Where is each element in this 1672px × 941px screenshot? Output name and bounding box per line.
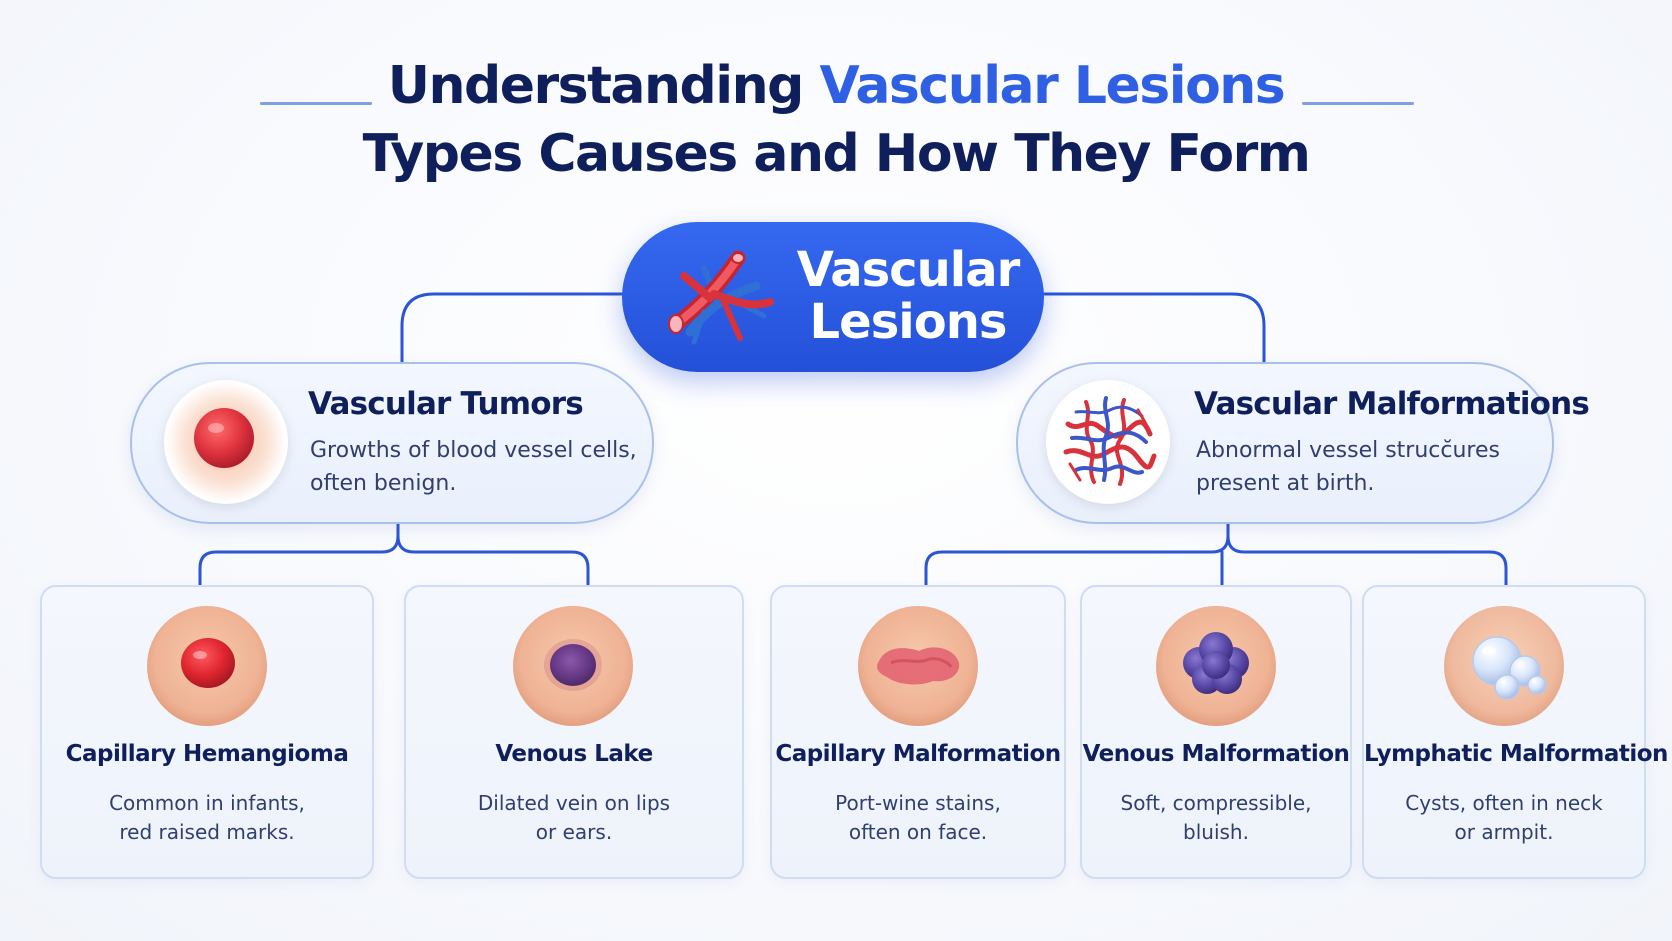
category-description: Abnormal vessel strucc̆ures present at b… [1196,434,1526,500]
page-title: Understanding Vascular Lesions Types Cau… [0,52,1672,188]
category-desc-line2: often benign. [310,471,457,496]
category-vascular-tumors: Vascular Tumors Growths of blood vessel … [130,362,654,524]
lymphatic-cysts-image [1443,605,1565,727]
leaf-title: Venous Lake [495,741,653,767]
leaf-description: Common in infants, red raised marks. [50,789,364,847]
tumor-lesion-image [164,380,288,504]
leaf-venous-malformation: Venous Malformation Soft, compressible, … [1080,585,1352,879]
title-deco-line-left [260,102,372,105]
leaf-desc-line1: Soft, compressible, [1120,791,1312,815]
leaf-desc-line1: Common in infants, [109,791,305,815]
leaf-description: Dilated vein on lips or ears. [414,789,734,847]
category-description: Growths of blood vessel cells, often ben… [310,434,640,500]
leaf-title: Capillary Hemangioma [65,741,349,767]
root-node-vascular-lesions: Vascular Lesions [622,222,1044,372]
title-deco-line-right [1302,102,1414,105]
category-desc-line1: Growths of blood vessel cells, [310,438,637,463]
hemangioma-image [146,605,268,727]
vessel-network-image [1046,380,1170,504]
leaf-title: Lymphatic Malformation [1364,741,1668,767]
leaf-title: Capillary Malformation [775,741,1061,767]
leaf-desc-line2: bluish. [1183,820,1249,844]
leaf-desc-line2: red raised marks. [119,820,295,844]
category-title: Vascular Tumors [308,386,584,422]
leaf-lymphatic-malformation: Lymphatic Malformation Cysts, often in n… [1362,585,1668,879]
leaf-title: Venous Malformation [1082,741,1350,767]
leaf-desc-line2: or armpit. [1454,820,1554,844]
leaf-desc-line1: Dilated vein on lips [477,791,671,815]
venous-lake-image [512,605,634,727]
root-label-line1: Vascular [796,242,1021,298]
title-accent: Vascular Lesions [819,56,1285,116]
leaf-capillary-malformation: Capillary Malformation Port-wine stains,… [770,585,1066,879]
category-vascular-malformations: Vascular Malformations Abnormal vessel s… [1016,362,1590,524]
title-line-2: Types Causes and How They Form [362,124,1311,184]
category-title: Vascular Malformations [1194,386,1590,422]
leaf-description: Soft, compressible, bluish. [1090,789,1342,847]
connector-root-malformations [1038,292,1266,364]
leaf-venous-lake: Venous Lake Dilated vein on lips or ears… [404,585,744,879]
connector-tumors-children [198,520,590,587]
root-label: Vascular Lesions [790,244,1026,348]
leaf-description: Port-wine stains, often on face. [780,789,1056,847]
venous-malformation-image [1155,605,1277,727]
connector-root-tumors [400,292,628,364]
leaf-description: Cysts, often in neck or armpit. [1372,789,1636,847]
category-desc-line1: Abnormal vessel strucc̆ures [1196,438,1500,463]
blood-vessels-icon [668,250,774,345]
leaf-desc-line1: Cysts, often in neck [1405,791,1603,815]
port-wine-stain-image [857,605,979,727]
leaf-desc-line1: Port-wine stains, [835,791,1001,815]
leaf-capillary-hemangioma: Capillary Hemangioma Common in infants, … [40,585,374,879]
title-prefix: Understanding [387,56,820,116]
leaf-desc-line2: or ears. [535,820,613,844]
title-line-1: Understanding Vascular Lesions [0,52,1672,120]
leaf-desc-line2: often on face. [848,820,988,844]
category-desc-line2: present at birth. [1196,471,1375,496]
connector-malformations-children [924,520,1508,587]
root-label-line2: Lesions [809,294,1008,350]
